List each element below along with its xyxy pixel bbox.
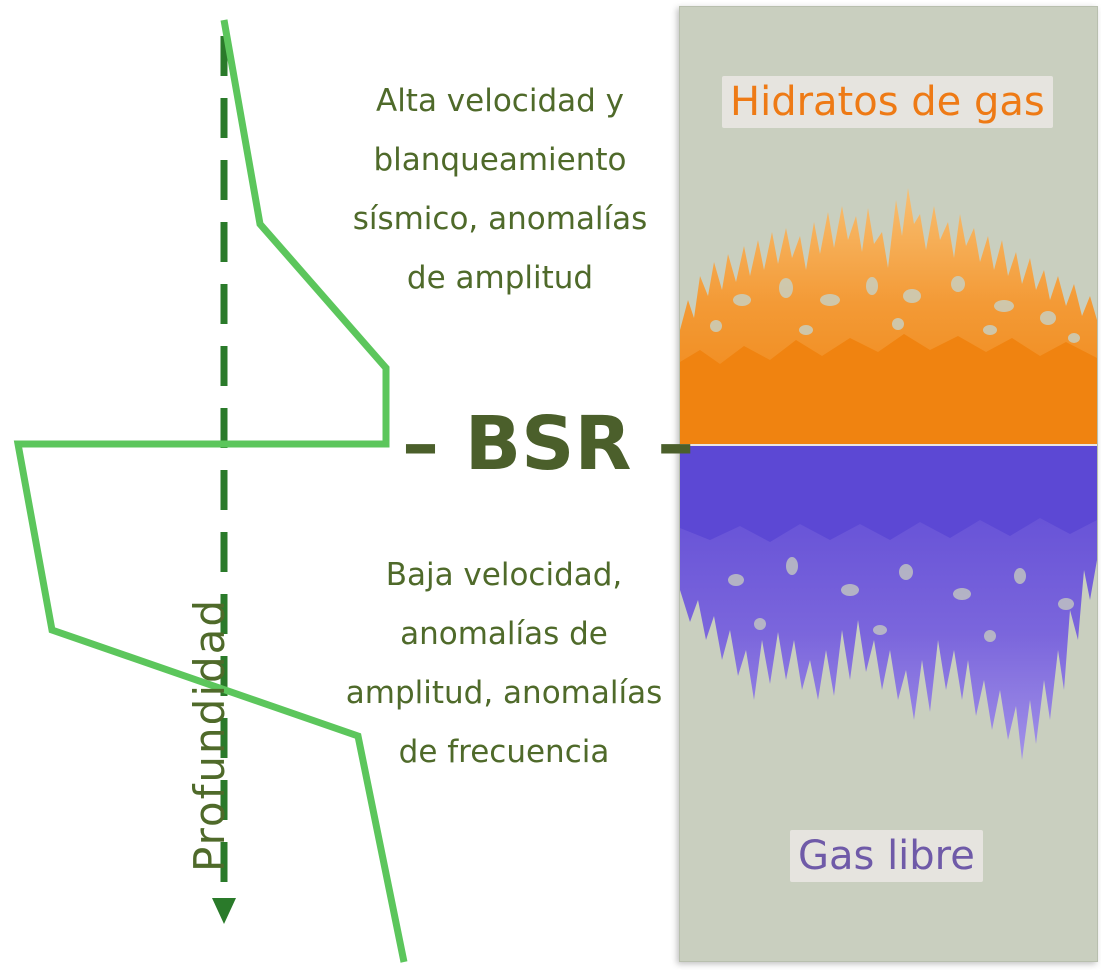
- lower-annotation: Baja velocidad, anomalías de amplitud, a…: [314, 546, 694, 782]
- depth-axis-arrow: [212, 36, 236, 924]
- lower-annotation-line: amplitud, anomalías: [345, 675, 663, 711]
- seismic-velocity-curve: [13, 19, 408, 963]
- upper-annotation: Alta velocidad y blanqueamiento sísmico,…: [318, 72, 682, 308]
- gas-hydrates-label: Hidratos de gas: [722, 76, 1053, 128]
- hydrate-zone: [680, 188, 1097, 444]
- lower-annotation-line: Baja velocidad,: [385, 557, 623, 593]
- bsr-label: – BSR –: [402, 401, 695, 487]
- depth-axis-label: Profundidad: [185, 597, 234, 872]
- free-gas-label: Gas libre: [790, 830, 983, 882]
- upper-annotation-line: de amplitud: [406, 260, 594, 296]
- upper-annotation-line: blanqueamiento: [373, 142, 627, 178]
- free-gas-zone: [680, 446, 1097, 760]
- lower-annotation-line: anomalías de: [400, 616, 608, 652]
- upper-annotation-line: Alta velocidad y: [375, 83, 625, 119]
- upper-annotation-line: sísmico, anomalías: [352, 201, 648, 237]
- lower-annotation-line: de frecuencia: [398, 734, 610, 770]
